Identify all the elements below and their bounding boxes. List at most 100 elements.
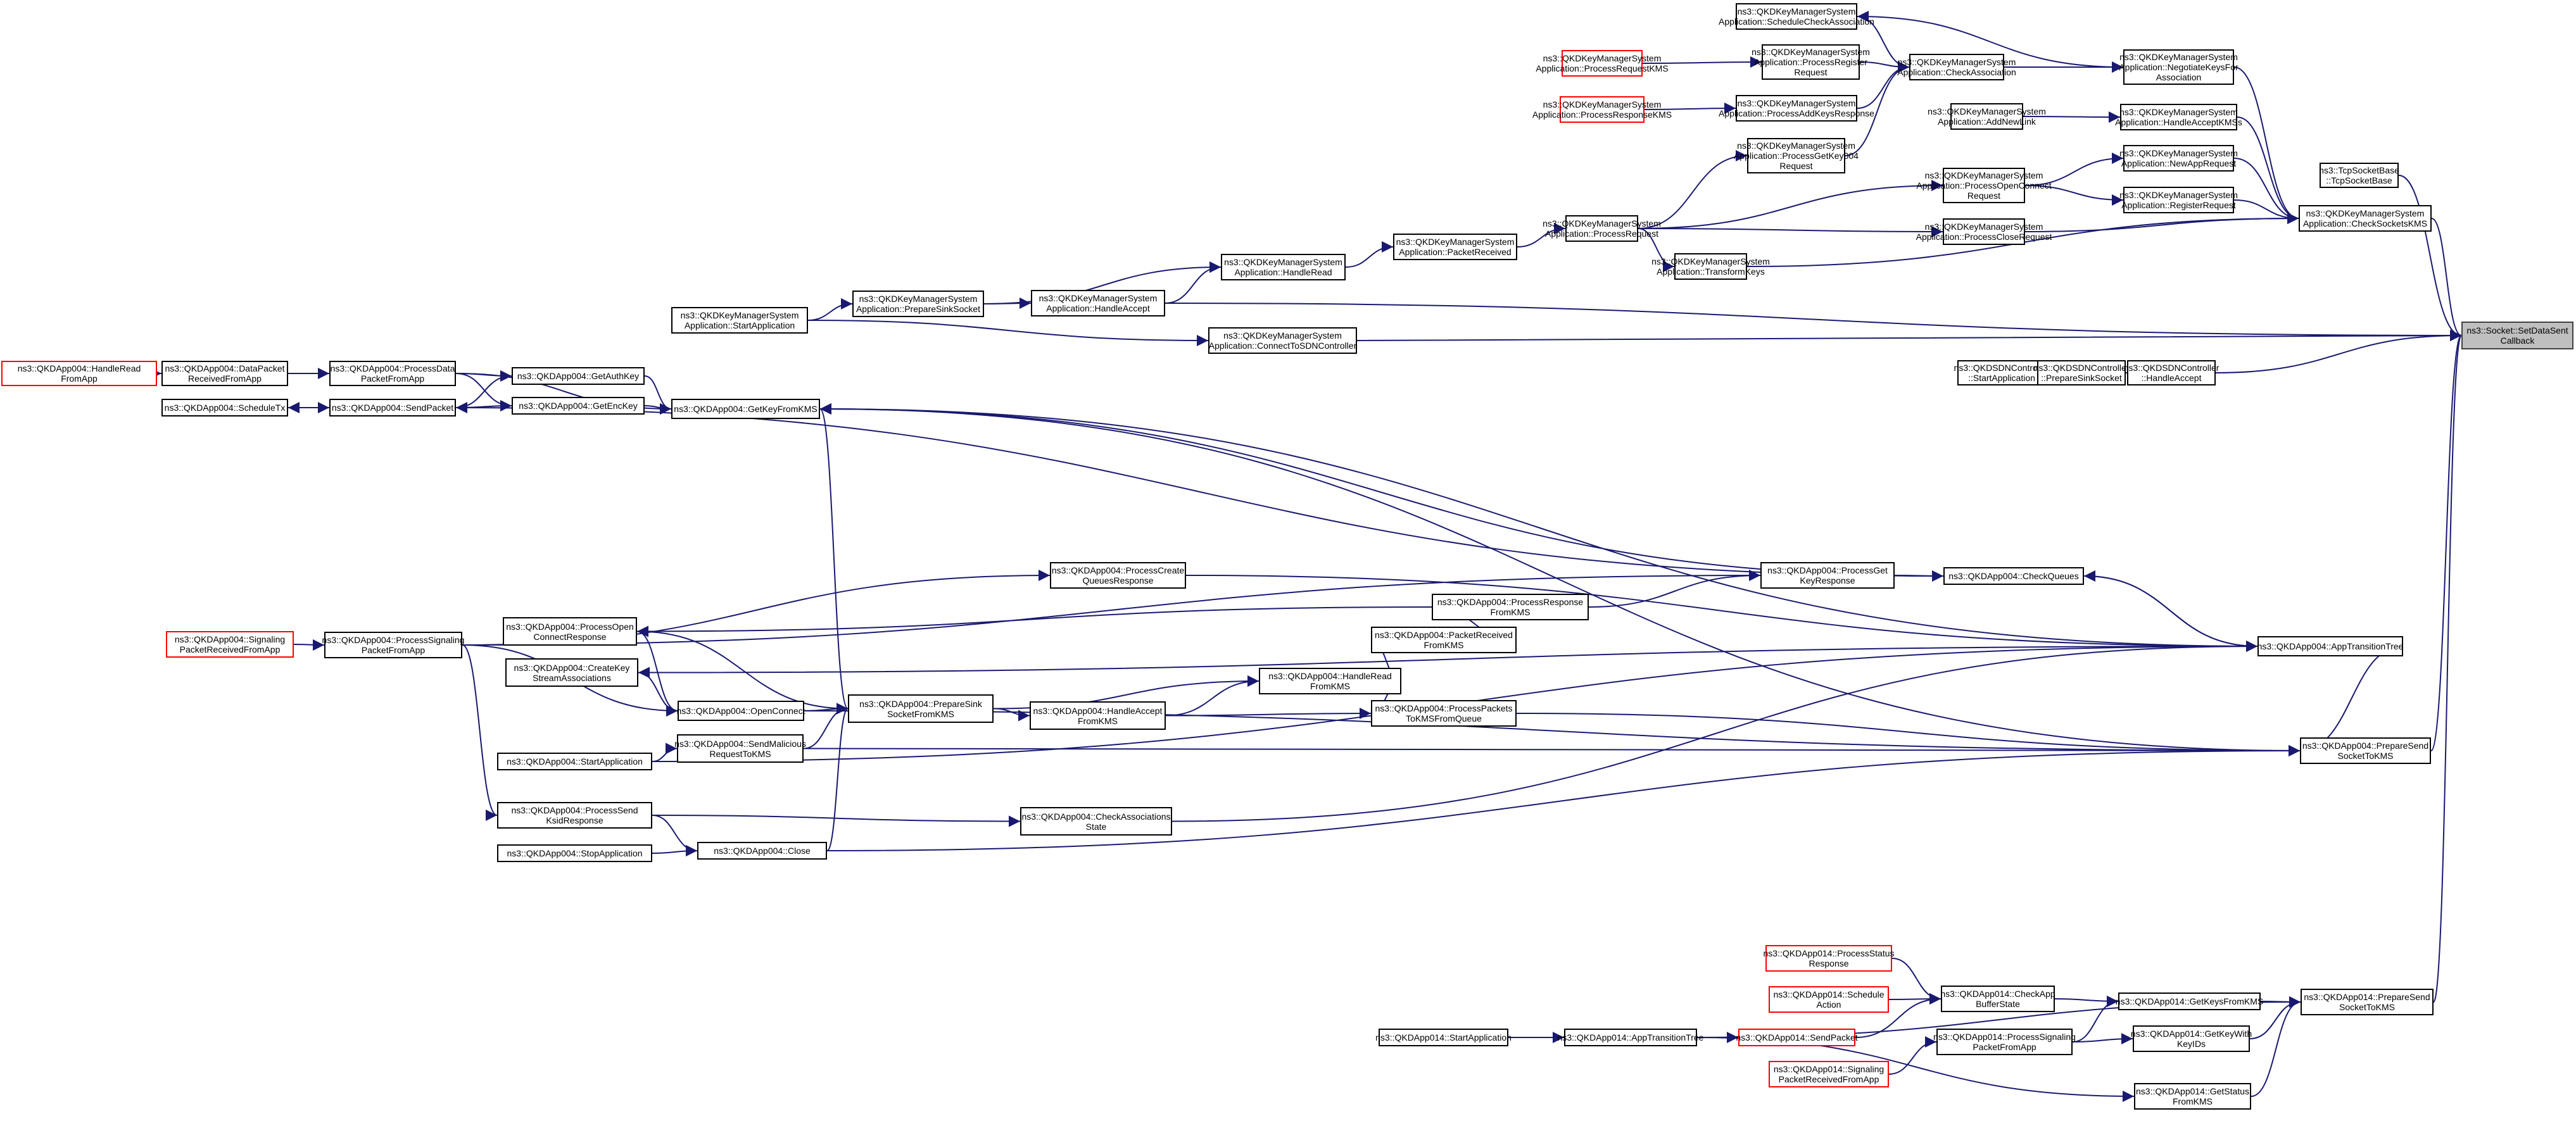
function-node-a4handleacceptfromkms[interactable]: ns3::QKDApp004::HandleAccept FromKMS [1030, 701, 1166, 730]
function-node-a4getkeyfromkms[interactable]: ns3::QKDApp004::GetKeyFromKMS [671, 399, 820, 419]
function-node-label: ns3::QKDKeyManagerSystem Application::Ha… [1224, 257, 1342, 277]
call-edge-kmshandleread-to-packetreceived [1345, 241, 1394, 268]
function-node-a14checkbuffer[interactable]: ns3::QKDApp014::CheckApp BufferState [1940, 986, 2055, 1012]
function-node-label: ns3::QKDApp004::ProcessSend KsidResponse [511, 805, 638, 825]
function-node-label: ns3::QKDKeyManagerSystem Application::Pr… [1752, 47, 1870, 77]
function-node-a14scheduleaction[interactable]: ns3::QKDApp014::Schedule Action [1769, 986, 1889, 1013]
function-node-a14getkeysfromkms[interactable]: ns3::QKDApp014::GetKeysFromKMS [2116, 993, 2263, 1010]
function-node-a4handlereadfromapp[interactable]: ns3::QKDApp004::HandleRead FromApp [1, 361, 157, 386]
function-node-a4handlereadfromkms[interactable]: ns3::QKDApp004::HandleRead FromKMS [1259, 668, 1401, 694]
function-node-a4checkassocstate[interactable]: ns3::QKDApp004::CheckAssociations State [1020, 807, 1172, 836]
function-node-a14preparesend[interactable]: ns3::QKDApp014::PrepareSend SocketToKMS [2301, 989, 2434, 1015]
function-node-a4openconnect[interactable]: ns3::QKDApp004::OpenConnect [676, 701, 805, 721]
function-node-a4close[interactable]: ns3::QKDApp004::Close [697, 842, 827, 860]
function-node-procresponsekms[interactable]: ns3::QKDKeyManagerSystem Application::Pr… [1532, 96, 1672, 123]
function-node-connectsdn[interactable]: ns3::QKDKeyManagerSystem Application::Co… [1208, 327, 1357, 354]
function-node-label: ns3::QKDKeyManagerSystem Application::Tr… [1651, 256, 1770, 277]
function-node-a4processcreatequeues[interactable]: ns3::QKDApp004::ProcessCreate QueuesResp… [1050, 562, 1186, 589]
function-node-a14getkeywithids[interactable]: ns3::QKDApp014::GetKeyWith KeyIDs [2131, 1025, 2252, 1052]
function-node-proccloserequest[interactable]: ns3::QKDKeyManagerSystem Application::Pr… [1916, 218, 2052, 245]
function-node-sdnhandleaccept[interactable]: ns3::QKDSDNController ::HandleAccept [2124, 360, 2219, 385]
call-edge-a4processopenconnectresp-to-a4preparesink [636, 630, 849, 715]
function-node-a14apptransition[interactable]: ns3::QKDApp014::AppTransitionTree [1558, 1029, 1703, 1046]
function-node-newapp[interactable]: ns3::QKDKeyManagerSystem Application::Ne… [2119, 145, 2238, 172]
call-edge-processrequest-to-transformkeys [1638, 228, 1675, 272]
function-node-a4processsignaling[interactable]: ns3::QKDApp004::ProcessSignaling PacketF… [322, 632, 464, 658]
function-node-a4packetreceivedfromkms[interactable]: ns3::QKDApp004::PacketReceived FromKMS [1371, 627, 1517, 653]
function-node-transformkeys[interactable]: ns3::QKDKeyManagerSystem Application::Tr… [1651, 253, 1770, 280]
function-node-a4datapacketrecv[interactable]: ns3::QKDApp004::DataPacket ReceivedFromA… [161, 361, 288, 386]
call-edge-procrequestkms-to-procregister [1642, 56, 1762, 68]
function-node-a4processresponsefromkms[interactable]: ns3::QKDApp004::ProcessResponse FromKMS [1432, 594, 1589, 620]
function-node-a4processsendksid[interactable]: ns3::QKDApp004::ProcessSend KsidResponse [497, 802, 652, 829]
function-node-sdnpreparesink[interactable]: ns3::QKDSDNController ::PrepareSinkSocke… [2034, 360, 2129, 385]
function-node-registerreq[interactable]: ns3::QKDKeyManagerSystem Application::Re… [2119, 187, 2238, 213]
function-node-a14sendpacket[interactable]: ns3::QKDApp014::SendPacket [1736, 1029, 1858, 1046]
function-node-kmshandleaccept[interactable]: ns3::QKDKeyManagerSystem Application::Ha… [1031, 290, 1165, 316]
function-node-sdnstart[interactable]: ns3::QKDSDNController ::StartApplication [1954, 360, 2049, 385]
call-edge-a4processresponsefromkms-to-a4processopenconnectresp [636, 606, 1432, 637]
call-edge-a14getstatus-to-a14preparesend [2251, 996, 2301, 1097]
function-node-handleacceptkmss[interactable]: ns3::QKDKeyManagerSystem Application::Ha… [2115, 104, 2242, 130]
call-edge-procopenconnect-to-newapp [2024, 153, 2124, 186]
function-node-a14processsignaling[interactable]: ns3::QKDApp014::ProcessSignaling PacketF… [1933, 1029, 2076, 1055]
call-edge-a4checkassocstate-to-a4apptransition [1171, 641, 2258, 822]
call-edge-processrequest-to-procgetkey004 [1638, 150, 1748, 229]
function-node-a4createkeystream[interactable]: ns3::QKDApp004::CreateKey StreamAssociat… [505, 658, 638, 687]
function-node-tcpbase[interactable]: ns3::TcpSocketBase ::TcpSocketBase [2319, 163, 2399, 188]
call-edge-procresponsekms-to-procaddkeys [1644, 103, 1736, 115]
function-node-a14getstatus[interactable]: ns3::QKDApp014::GetStatus FromKMS [2134, 1083, 2251, 1110]
function-node-a4processdatapacket[interactable]: ns3::QKDApp004::ProcessData PacketFromAp… [329, 361, 456, 386]
call-edge-a4processgetkeyresp-to-a4checkqueues [1894, 570, 1944, 582]
function-node-a4getenckey[interactable]: ns3::QKDApp004::GetEncKey [512, 397, 645, 415]
function-node-a4preparesend[interactable]: ns3::QKDApp004::PrepareSend SocketToKMS [2300, 737, 2431, 764]
function-node-procaddkeys[interactable]: ns3::QKDKeyManagerSystem Application::Pr… [1719, 95, 1874, 122]
call-edge-a4close-to-a4preparesink [826, 703, 849, 851]
call-edge-a4processsendksid-to-a4close [652, 815, 698, 856]
function-node-procgetkey004[interactable]: ns3::QKDKeyManagerSystem Application::Pr… [1734, 138, 1859, 173]
call-edge-a14processstatus-to-a14checkbuffer [1891, 958, 1941, 1005]
function-node-kmspreparesink[interactable]: ns3::QKDKeyManagerSystem Application::Pr… [852, 291, 984, 317]
call-edge-a14processsignaling-to-a14getkeysfromkms [2072, 996, 2119, 1043]
function-node-kmshandleread[interactable]: ns3::QKDKeyManagerSystem Application::Ha… [1221, 254, 1346, 280]
function-node-schedcheck[interactable]: ns3::QKDKeyManagerSystem Application::Sc… [1719, 3, 1874, 30]
function-node-processrequest[interactable]: ns3::QKDKeyManagerSystem Application::Pr… [1543, 215, 1661, 242]
call-edge-processrequest-to-procopenconnect [1638, 180, 1943, 229]
function-node-kmsstart[interactable]: ns3::QKDKeyManagerSystem Application::St… [671, 307, 808, 334]
function-node-a4sendpacket[interactable]: ns3::QKDApp004::SendPacket [329, 399, 456, 416]
function-node-checkassoc[interactable]: ns3::QKDKeyManagerSystem Application::Ch… [1897, 54, 2016, 80]
function-node-label: ns3::QKDApp014::Signaling PacketReceived… [1773, 1064, 1885, 1084]
function-node-a4sendmalicious[interactable]: ns3::QKDApp004::SendMalicious RequestToK… [674, 734, 806, 763]
function-node-a4stopapp[interactable]: ns3::QKDApp004::StopApplication [497, 844, 652, 862]
function-node-label: ns3::Socket::SetDataSent Callback [2466, 325, 2568, 346]
function-node-negotiate[interactable]: ns3::QKDKeyManagerSystem Application::Ne… [2119, 49, 2238, 85]
function-node-procopenconnect[interactable]: ns3::QKDKeyManagerSystem Application::Pr… [1916, 168, 2052, 203]
call-edge-connectsdn-to-root [1356, 330, 2462, 342]
function-node-label: ns3::QKDKeyManagerSystem Application::Sc… [1719, 6, 1874, 27]
function-node-a4preparesink[interactable]: ns3::QKDApp004::PrepareSink SocketFromKM… [848, 694, 994, 723]
function-node-label: ns3::QKDApp004::PacketReceived FromKMS [1375, 630, 1513, 650]
function-node-a14signalingrecv[interactable]: ns3::QKDApp014::Signaling PacketReceived… [1769, 1061, 1889, 1087]
function-node-a4scheduletx[interactable]: ns3::QKDApp004::ScheduleTx [161, 399, 288, 416]
function-node-label: ns3::QKDApp004::ProcessCreate QueuesResp… [1051, 565, 1185, 586]
function-node-a4processgetkeyresp[interactable]: ns3::QKDApp004::ProcessGet KeyResponse [1760, 562, 1895, 589]
function-node-checksockets[interactable]: ns3::QKDKeyManagerSystem Application::Ch… [2299, 205, 2432, 232]
function-node-procregister[interactable]: ns3::QKDKeyManagerSystem Application::Pr… [1752, 44, 1870, 80]
function-node-addnewlink[interactable]: ns3::QKDKeyManagerSystem Application::Ad… [1928, 103, 2046, 130]
function-node-a4startapp[interactable]: ns3::QKDApp004::StartApplication [497, 753, 652, 770]
function-node-a14startapp[interactable]: ns3::QKDApp014::StartApplication [1375, 1029, 1512, 1046]
function-node-a4getauthkey[interactable]: ns3::QKDApp004::GetAuthKey [512, 367, 645, 385]
function-node-a4processpacketstokms[interactable]: ns3::QKDApp004::ProcessPackets ToKMSFrom… [1371, 700, 1517, 727]
function-node-a4processopenconnectresp[interactable]: ns3::QKDApp004::ProcessOpen ConnectRespo… [503, 617, 637, 646]
call-edge-a4apptransition-to-a4createkeystream [638, 646, 2258, 679]
function-node-a4checkqueues[interactable]: ns3::QKDApp004::CheckQueues [1943, 567, 2084, 585]
function-node-packetreceived[interactable]: ns3::QKDKeyManagerSystem Application::Pa… [1393, 234, 1517, 260]
function-node-a14processstatus[interactable]: ns3::QKDApp014::ProcessStatus Response [1764, 945, 1895, 972]
function-node-procrequestkms[interactable]: ns3::QKDKeyManagerSystem Application::Pr… [1536, 50, 1669, 77]
call-edge-handleacceptkmss-to-checksockets [2237, 116, 2299, 224]
function-node-a4apptransition[interactable]: ns3::QKDApp004::AppTransitionTree [2257, 636, 2403, 656]
function-node-label: ns3::QKDKeyManagerSystem Application::Pr… [1916, 222, 2052, 242]
call-edge-a4sendmalicious-to-a4preparesink [803, 703, 849, 749]
function-node-a4signalingrecv[interactable]: ns3::QKDApp004::Signaling PacketReceived… [166, 631, 294, 658]
call-edge-procopenconnect-to-registerreq [2024, 185, 2124, 206]
